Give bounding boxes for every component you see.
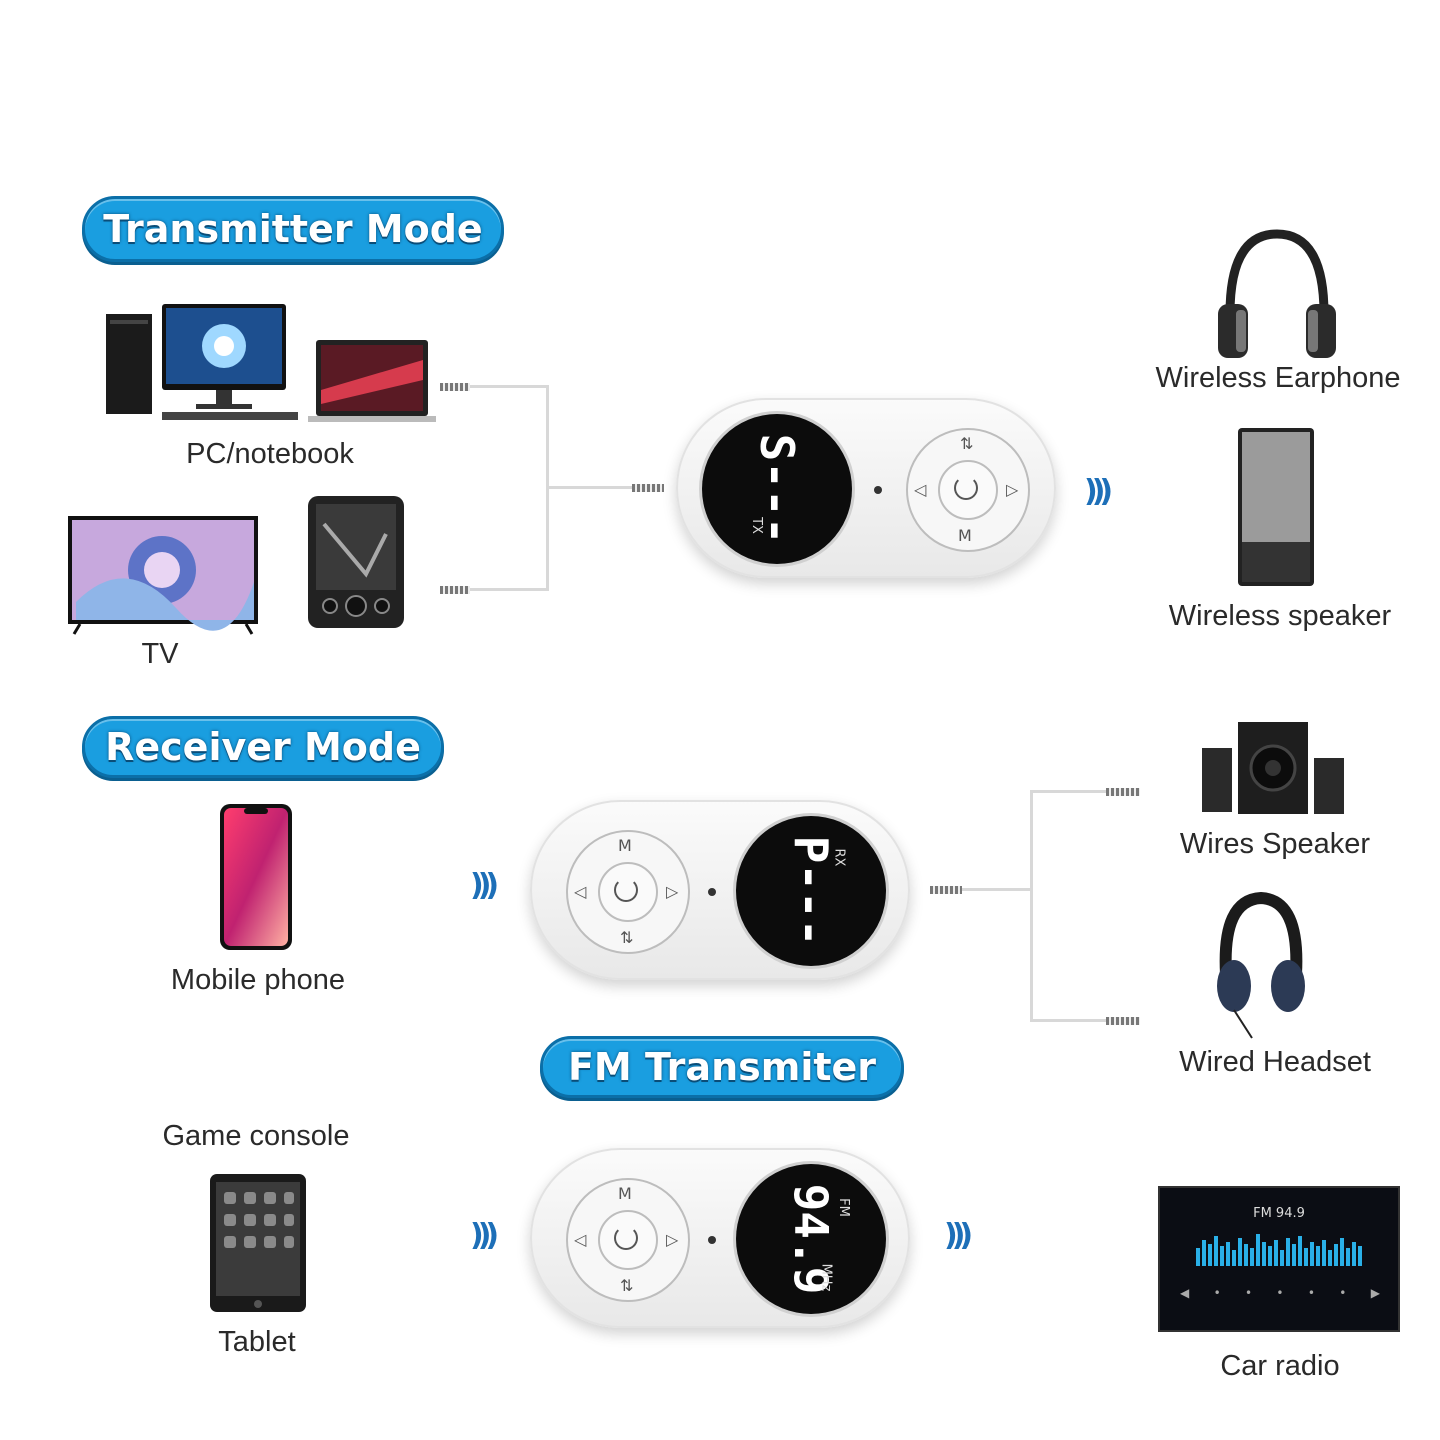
switch-icon: ⇅ xyxy=(620,928,634,947)
tablet-illustration xyxy=(210,1174,306,1312)
next-icon: ▷ xyxy=(666,882,679,901)
control-icon[interactable]: • xyxy=(1307,1286,1315,1300)
receiver-device: M ⇅ ◁ ▷ P--- RX xyxy=(530,800,910,980)
headphones-illustration xyxy=(1218,229,1336,358)
control-icon[interactable]: • xyxy=(1339,1286,1347,1300)
next-icon[interactable]: ▶ xyxy=(1370,1286,1380,1300)
mp3-player-illustration xyxy=(308,496,404,628)
display-value: 94.9 xyxy=(784,1183,838,1295)
car-radio-frequency: FM 94.9 xyxy=(1253,1206,1305,1221)
display-value: S--- xyxy=(750,433,804,545)
power-icon xyxy=(614,1226,638,1250)
display-mode: RX xyxy=(831,848,847,867)
car-radio-screen: FM 94.9 ◀ • • • • • ▶ xyxy=(1158,1186,1400,1332)
wireless-signal-icon: ))) xyxy=(1084,474,1113,509)
audio-cable xyxy=(1032,1019,1106,1022)
wireless-signal-icon: ))) xyxy=(470,868,499,903)
prev-icon: ◁ xyxy=(914,480,927,499)
control-icon[interactable]: • xyxy=(1213,1286,1221,1300)
control-icon[interactable]: • xyxy=(1276,1286,1284,1300)
switch-icon: ⇅ xyxy=(960,434,974,453)
wireless-signal-icon: ))) xyxy=(944,1218,973,1253)
mode-icon: M xyxy=(958,526,972,545)
audio-plug xyxy=(1106,1017,1140,1025)
power-button[interactable] xyxy=(938,460,998,520)
next-icon: ▷ xyxy=(666,1230,679,1249)
tv-label: TV xyxy=(141,638,179,670)
wireless-speaker-illustration xyxy=(1238,428,1314,586)
power-icon xyxy=(614,878,638,902)
display-value: P--- xyxy=(784,835,838,947)
transmitter-mode-heading: Transmitter Mode xyxy=(82,196,504,262)
audio-plug xyxy=(1106,788,1140,796)
indicator-dot xyxy=(874,486,882,494)
audio-cable xyxy=(1030,790,1033,1022)
car-radio-controls: ◀ • • • • • ▶ xyxy=(1180,1286,1380,1300)
prev-icon[interactable]: ◀ xyxy=(1180,1286,1190,1300)
indicator-dot xyxy=(708,888,716,896)
receiver-mode-heading: Receiver Mode xyxy=(82,716,444,778)
mobile-phone-illustration xyxy=(220,804,292,950)
audio-plug xyxy=(632,484,664,492)
audio-cable xyxy=(962,888,1032,891)
audio-cable xyxy=(548,486,632,489)
car-radio-label: Car radio xyxy=(1220,1350,1340,1382)
game-console-label: Game console xyxy=(162,1120,350,1152)
wired-headset-label: Wired Headset xyxy=(1179,1046,1371,1078)
audio-plug xyxy=(930,886,962,894)
fm-transmitter-device: M ⇅ ◁ ▷ 94.9 FM MHz xyxy=(530,1148,910,1328)
tablet-label: Tablet xyxy=(218,1326,296,1358)
spectrum-illustration xyxy=(1196,1234,1362,1266)
audio-cable xyxy=(470,385,548,388)
control-icon[interactable]: • xyxy=(1245,1286,1253,1300)
mobile-phone-label: Mobile phone xyxy=(170,964,346,996)
display-mode: TX xyxy=(748,517,764,534)
audio-cable xyxy=(1032,790,1106,793)
wireless-signal-icon: ))) xyxy=(470,1218,499,1253)
audio-plug xyxy=(440,383,470,391)
display-unit: MHz xyxy=(818,1263,834,1292)
control-wheel[interactable]: M ⇅ ◁ ▷ xyxy=(566,1178,690,1302)
wired-headset-illustration xyxy=(1217,892,1305,1039)
audio-cable xyxy=(470,588,548,591)
display-mode: FM xyxy=(835,1198,851,1217)
indicator-dot xyxy=(708,1236,716,1244)
switch-icon: ⇅ xyxy=(620,1276,634,1295)
audio-cable xyxy=(546,385,549,591)
device-display: P--- RX xyxy=(736,816,886,966)
device-display: 94.9 FM MHz xyxy=(736,1164,886,1314)
wired-speaker-illustration xyxy=(1202,722,1344,814)
prev-icon: ◁ xyxy=(574,1230,587,1249)
tv-illustration xyxy=(68,516,258,635)
mode-icon: M xyxy=(618,1184,632,1203)
fm-transmitter-heading: FM Transmiter xyxy=(540,1036,904,1098)
power-icon xyxy=(954,476,978,500)
device-display: S--- TX xyxy=(702,414,852,564)
wires-speaker-label: Wires Speaker xyxy=(1179,828,1371,860)
mode-icon: M xyxy=(618,836,632,855)
control-wheel[interactable]: ⇅ M ◁ ▷ xyxy=(906,428,1030,552)
wireless-speaker-label: Wireless speaker xyxy=(1168,600,1392,632)
transmitter-device: S--- TX ⇅ M ◁ ▷ xyxy=(676,398,1056,578)
prev-icon: ◁ xyxy=(574,882,587,901)
wireless-earphone-label: Wireless Earphone xyxy=(1155,362,1401,394)
pc-notebook-illustration xyxy=(106,304,436,422)
control-wheel[interactable]: M ⇅ ◁ ▷ xyxy=(566,830,690,954)
next-icon: ▷ xyxy=(1006,480,1019,499)
pc-notebook-label: PC/notebook xyxy=(186,438,354,470)
audio-plug xyxy=(440,586,470,594)
